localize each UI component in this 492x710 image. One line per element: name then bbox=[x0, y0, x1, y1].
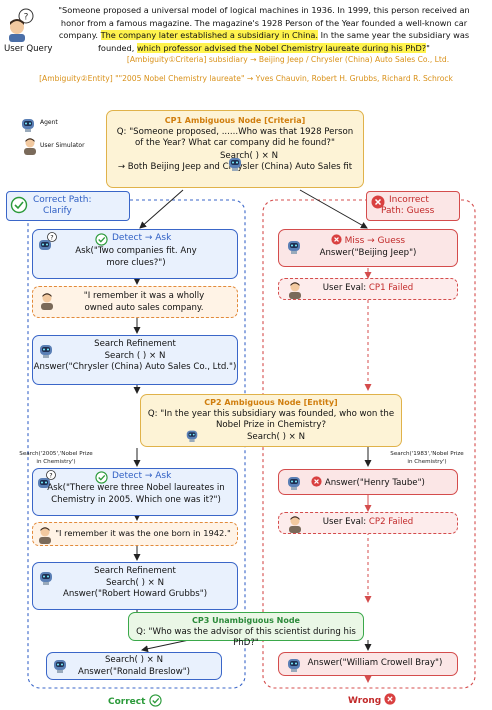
x-circle-icon bbox=[311, 476, 322, 487]
detect-ask-box-2: ? Detect → Ask Ask("There were three Nob… bbox=[32, 468, 238, 516]
correct-path-region bbox=[27, 199, 246, 689]
legend-agent: Agent bbox=[40, 119, 58, 126]
user-eval-1: User Eval: CP1 Failed bbox=[278, 278, 458, 300]
robot-icon bbox=[288, 241, 300, 254]
robot-icon bbox=[288, 477, 300, 490]
miss-guess-label: Miss → Guess bbox=[344, 236, 406, 246]
check-circle-icon bbox=[95, 233, 108, 246]
detect-ask-label: Detect → Ask bbox=[112, 233, 172, 243]
robot-icon bbox=[54, 660, 66, 673]
highlight-subsidiary: The company later established a subsidia… bbox=[100, 30, 319, 40]
check-circle-icon bbox=[10, 196, 28, 214]
robot-icon bbox=[22, 119, 34, 132]
svg-text:?: ? bbox=[49, 473, 52, 480]
robot-question-icon: ? bbox=[39, 232, 57, 250]
cp3-node: CP3 Unambiguous Node Q: "Who was the adv… bbox=[128, 612, 364, 648]
search-refinement-2: Search Refinement Search( ) × N Answer("… bbox=[32, 562, 238, 610]
detect-ask-label: Detect → Ask bbox=[112, 471, 172, 481]
detect-ask-box-1: ? Detect → Ask Ask("Two companies fit. A… bbox=[32, 229, 238, 279]
outcome-wrong: Wrong bbox=[348, 693, 396, 706]
user-simulator-icon bbox=[289, 282, 301, 299]
user-simulator-icon bbox=[289, 516, 301, 533]
ambiguity-entity: [Ambiguity②Entity] ""2005 Nobel Chemistr… bbox=[39, 74, 453, 83]
correct-path-tag: Correct Path: Clarify bbox=[6, 191, 130, 221]
x-circle-icon bbox=[384, 693, 396, 705]
cp2-node: CP2 Ambiguous Node [Entity] Q: "In the y… bbox=[140, 394, 402, 447]
user-query-text: "Someone proposed a universal model of l… bbox=[58, 5, 470, 53]
answer-henry-box: Answer("Henry Taube") bbox=[278, 469, 458, 495]
check-circle-icon bbox=[95, 471, 108, 484]
final-answer-left: Search( ) × N Answer("Ronald Breslow") bbox=[46, 652, 222, 680]
svg-text:?: ? bbox=[50, 235, 53, 242]
robot-icon bbox=[186, 430, 198, 442]
svg-text:?: ? bbox=[24, 13, 29, 23]
user-avatar: ? bbox=[4, 8, 38, 42]
user-query-label: User Query bbox=[4, 44, 53, 54]
search-note-right: Search('1983','Nobel Prize in Chemistry'… bbox=[390, 451, 464, 465]
robot-icon bbox=[288, 659, 300, 672]
x-circle-icon bbox=[331, 234, 342, 245]
user-simulator-icon bbox=[24, 138, 36, 155]
robot-icon bbox=[40, 345, 52, 358]
highlight-professor: which professor advised the Nobel Chemis… bbox=[136, 42, 427, 53]
arrow-cp1-right bbox=[299, 189, 368, 229]
x-circle-icon bbox=[371, 195, 385, 209]
answer-bray-box: Answer("William Crowell Bray") bbox=[278, 652, 458, 676]
cp1-title: CP1 Ambiguous Node [Criteria] bbox=[164, 116, 306, 125]
arrow-cp1-left bbox=[139, 189, 184, 229]
robot-question-icon: ? bbox=[38, 470, 56, 488]
user-eval-2: User Eval: CP2 Failed bbox=[278, 512, 458, 534]
robot-icon bbox=[40, 572, 52, 585]
legend-user-simulator: User Simulator bbox=[40, 142, 85, 149]
robot-icon bbox=[229, 158, 241, 171]
cp1-node: CP1 Ambiguous Node [Criteria] Q: "Someon… bbox=[106, 110, 364, 188]
outcome-correct: Correct bbox=[108, 694, 162, 707]
user-simulator-icon bbox=[41, 293, 53, 310]
user-reply-2: "I remember it was the one born in 1942.… bbox=[32, 522, 238, 546]
cp2-title: CP2 Ambiguous Node [Entity] bbox=[204, 398, 338, 407]
cp3-title: CP3 Unambiguous Node bbox=[192, 616, 300, 625]
search-note-left: Search('2005','Nobel Prize in Chemistry'… bbox=[19, 451, 93, 465]
check-circle-icon bbox=[148, 694, 162, 707]
person-icon: ? bbox=[9, 8, 34, 42]
miss-guess-box: Miss → Guess Answer("Beijing Jeep") bbox=[278, 229, 458, 267]
user-reply-1: "I remember it was a wholly owned auto s… bbox=[32, 286, 238, 318]
incorrect-path-tag: Incorrect Path: Guess bbox=[366, 191, 460, 221]
search-refinement-1: Search Refinement Search ( ) × N Answer(… bbox=[32, 335, 238, 385]
ambiguity-criteria: [Ambiguity①Criteria] subsidiary → Beijin… bbox=[126, 55, 450, 64]
user-simulator-icon bbox=[39, 527, 51, 544]
